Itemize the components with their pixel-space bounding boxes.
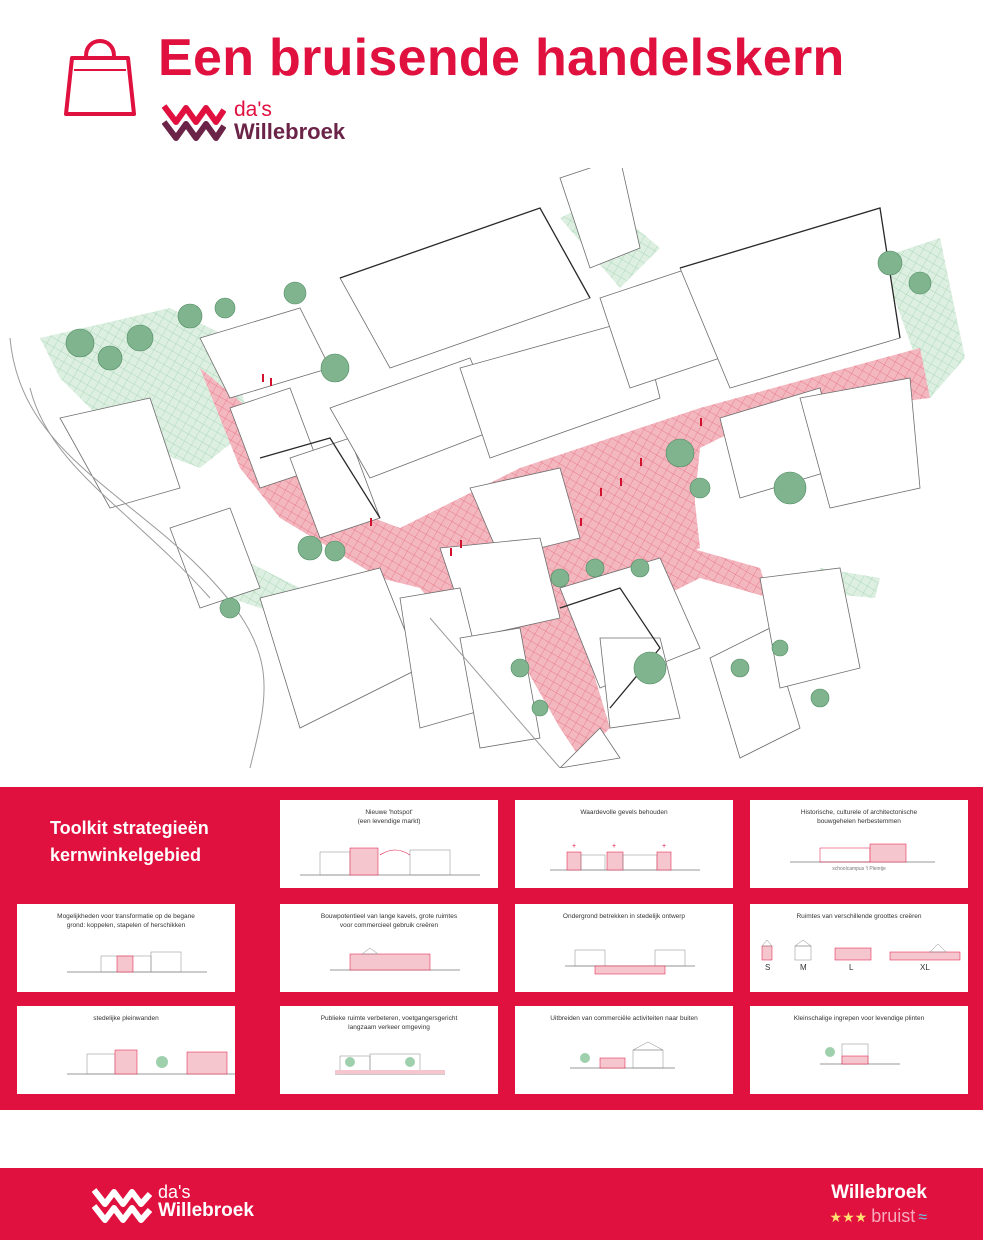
toolkit-title: Toolkit strategieën kernwinkelgebied: [50, 818, 209, 865]
people-figures-icon: ★★★: [829, 1209, 868, 1225]
size-label-l: L: [849, 963, 854, 972]
card-caption: Historische, culturele of architectonisc…: [800, 809, 918, 825]
card-caption: Ondergrond betrekken in stedelijk ontwer…: [562, 913, 686, 920]
svg-text:+: +: [662, 843, 666, 850]
sketch-illustration: [67, 1049, 235, 1075]
sketch-illustration: [761, 939, 961, 961]
sketch-illustration: [300, 847, 480, 876]
card-caption: Waardevolle gevels behouden: [580, 809, 668, 816]
toolkit-card-hotspot[interactable]: Nieuwe 'hotspot' (een levendige markt): [280, 800, 498, 888]
size-label-s: S: [765, 963, 771, 972]
toolkit-band: Toolkit strategieën kernwinkelgebied Nie…: [0, 787, 983, 1110]
size-label-m: M: [800, 963, 807, 972]
toolkit-card-bouwpotentieel[interactable]: Bouwpotentieel van lange kavels, grote r…: [280, 904, 498, 992]
sketch-illustration: [330, 947, 460, 971]
shopping-bag-icon: [64, 39, 136, 116]
toolkit-card-buiten[interactable]: Uitbreiden van commerciële activiteiten …: [515, 1006, 733, 1094]
toolkit-card-pleinwanden[interactable]: stedelijke pleinwanden: [17, 1006, 235, 1094]
size-label-xl: XL: [920, 963, 930, 972]
card-caption: Uitbreiden van commerciële activiteiten …: [550, 1015, 698, 1022]
highlight-outlines: [259, 207, 901, 709]
axonometric-map: [9, 168, 965, 768]
card-caption: Kleinschalige ingrepen voor levendige pl…: [793, 1015, 925, 1022]
card-caption: Publieke ruimte verbeteren, voetgangersg…: [320, 1015, 458, 1031]
w-chevron-icon: [162, 104, 226, 141]
logo-das-text: da's: [234, 98, 272, 121]
bruist-logo-title: Willebroek: [831, 1182, 927, 1203]
sketch-illustration: [820, 1043, 900, 1065]
logo-name-text: Willebroek: [234, 119, 346, 144]
card-subcaption: schoolcampus 't Pleintje: [832, 866, 886, 872]
sketch-illustration: [335, 1053, 445, 1075]
page-title: Een bruisende handelskern: [158, 29, 845, 87]
footer-logo-name: Willebroek: [158, 1200, 254, 1221]
svg-text:+: +: [612, 843, 616, 850]
waves-icon: ≈: [918, 1209, 927, 1226]
toolkit-card-ondergrond[interactable]: Ondergrond betrekken in stedelijk ontwer…: [515, 904, 733, 992]
people-markers: [262, 374, 702, 556]
footer-logo-das: da's: [158, 1182, 191, 1202]
toolkit-card-groottes[interactable]: Ruimtes van verschillende groottes creër…: [750, 904, 968, 992]
svg-text:+: +: [572, 843, 576, 850]
tree-icons: [65, 250, 932, 717]
willebroek-bruist-logo[interactable]: Willebroek ★★★bruist≈: [797, 1182, 927, 1227]
bruist-logo-sub: ★★★bruist≈: [829, 1206, 927, 1226]
card-caption: stedelijke pleinwanden: [93, 1015, 159, 1022]
toolkit-card-plinten[interactable]: Kleinschalige ingrepen voor levendige pl…: [750, 1006, 968, 1094]
dasWillebroek-logo: da's Willebroek: [162, 98, 382, 152]
road-lines: [9, 337, 561, 768]
sketch-illustration: [565, 949, 695, 975]
toolkit-card-gevels[interactable]: Waardevolle gevels behouden + + +: [515, 800, 733, 888]
toolkit-card-transformatie[interactable]: Mogelijkheden voor transformatie op de b…: [17, 904, 235, 992]
card-caption: Bouwpotentieel van lange kavels, grote r…: [320, 913, 458, 929]
sketch-illustration: [570, 1041, 675, 1069]
building-blocks: [59, 168, 921, 768]
sketch-illustration: + + +: [550, 843, 700, 871]
footer-dasWillebroek-logo[interactable]: da's Willebroek: [92, 1182, 292, 1230]
footer-bar: da's Willebroek Willebroek ★★★bruist≈: [0, 1168, 983, 1240]
sketch-illustration: [790, 843, 935, 863]
w-chevron-icon: [92, 1188, 152, 1223]
card-caption: Ruimtes van verschillende groottes creër…: [796, 913, 922, 920]
toolkit-card-publieke-ruimte[interactable]: Publieke ruimte verbeteren, voetgangersg…: [280, 1006, 498, 1094]
toolkit-card-herbestemmen[interactable]: Historische, culturele of architectonisc…: [750, 800, 968, 888]
sketch-illustration: [67, 951, 207, 973]
card-caption: Mogelijkheden voor transformatie op de b…: [57, 913, 195, 929]
card-caption: Nieuwe 'hotspot' (een levendige markt): [357, 809, 421, 825]
